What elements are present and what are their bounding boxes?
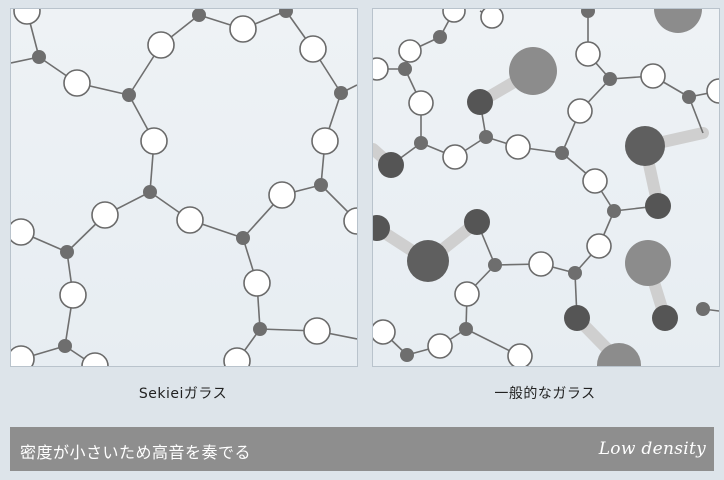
modifier-ions <box>373 9 702 366</box>
silicon-atoms <box>398 9 710 362</box>
footer-subtitle: Low density <box>598 439 706 459</box>
sekiei-glass-caption: Sekieiガラス <box>138 386 228 402</box>
ordinary-glass-caption: 一般的なガラス <box>494 386 596 402</box>
footer-title: 密度が小さいため高音を奏でる <box>20 443 252 462</box>
bonds <box>11 10 357 366</box>
footer-band: 密度が小さいため高音を奏でる Low density <box>10 427 714 471</box>
ordinary-network-svg <box>373 9 719 366</box>
sekiei-network-svg <box>11 9 357 366</box>
ordinary-glass-diagram <box>372 8 720 367</box>
oxygen-atoms <box>11 9 357 366</box>
oxygen-atoms <box>373 9 719 366</box>
silicon-atoms <box>32 9 348 353</box>
sekiei-glass-diagram <box>10 8 358 367</box>
